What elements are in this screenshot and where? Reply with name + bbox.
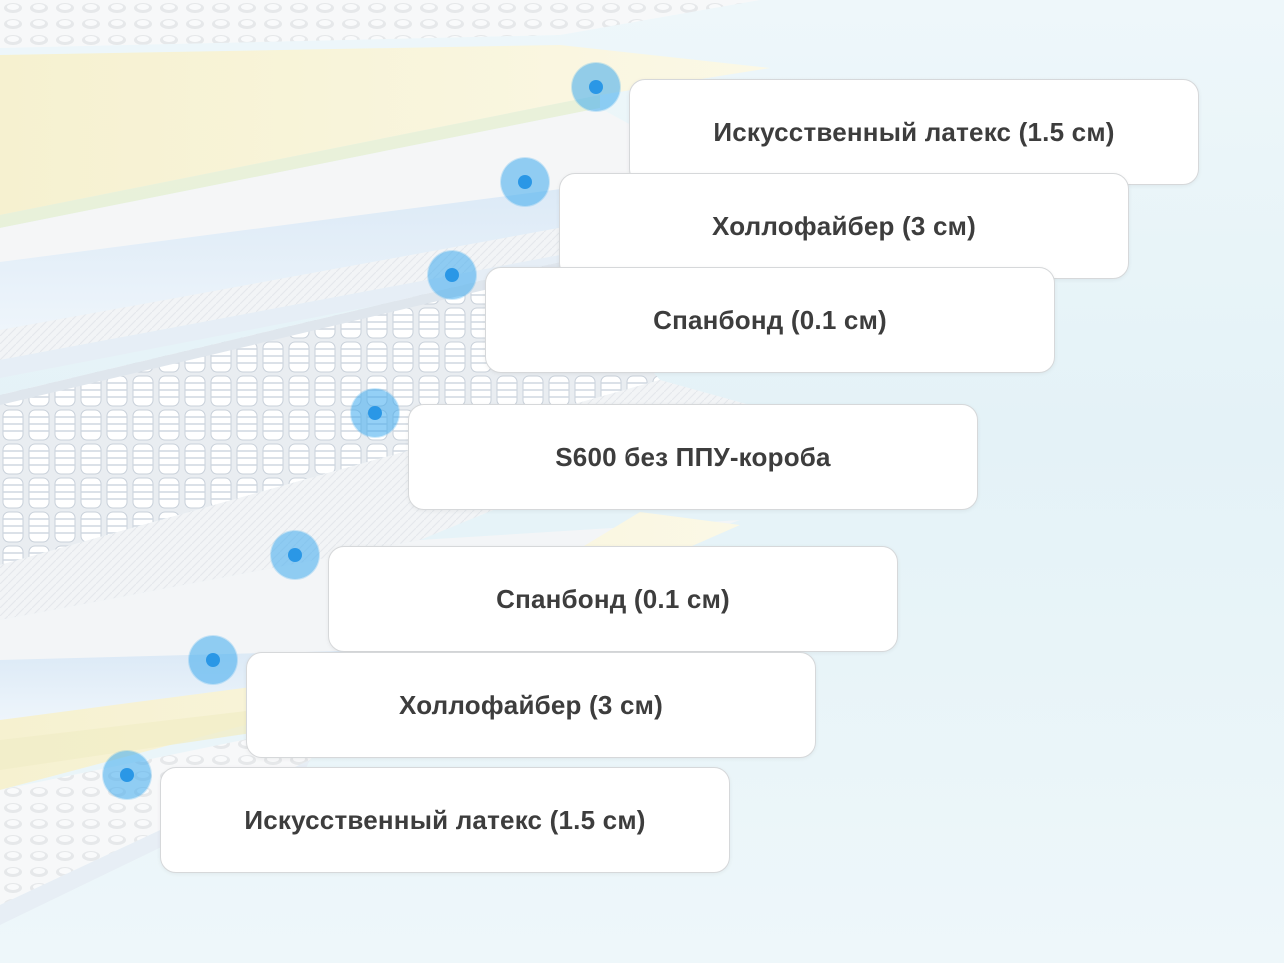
layer-label-4-text: S600 без ППУ-короба (555, 442, 830, 473)
top-quilted-cover (0, 0, 760, 48)
layer-marker-6-icon[interactable] (189, 636, 237, 684)
layer-label-3: Спанбонд (0.1 см) (485, 267, 1055, 373)
layer-label-5-text: Спанбонд (0.1 см) (496, 584, 730, 615)
layer-label-2: Холлофайбер (3 см) (559, 173, 1129, 279)
layer-marker-5-icon[interactable] (271, 531, 319, 579)
layer-marker-2-icon[interactable] (501, 158, 549, 206)
layer-label-5: Спанбонд (0.1 см) (328, 546, 898, 652)
layer-marker-3-icon[interactable] (428, 251, 476, 299)
layer-marker-7-icon[interactable] (103, 751, 151, 799)
layer-label-6: Холлофайбер (3 см) (246, 652, 816, 758)
layer-label-3-text: Спанбонд (0.1 см) (653, 305, 887, 336)
layer-marker-4-icon[interactable] (351, 389, 399, 437)
layer-marker-1-icon[interactable] (572, 63, 620, 111)
layer-label-1-text: Искусственный латекс (1.5 см) (713, 117, 1114, 148)
layer-label-1: Искусственный латекс (1.5 см) (629, 79, 1199, 185)
layer-label-6-text: Холлофайбер (3 см) (399, 690, 663, 721)
layer-label-2-text: Холлофайбер (3 см) (712, 211, 976, 242)
layer-label-7: Искусственный латекс (1.5 см) (160, 767, 730, 873)
layer-label-7-text: Искусственный латекс (1.5 см) (244, 805, 645, 836)
layer-label-4: S600 без ППУ-короба (408, 404, 978, 510)
